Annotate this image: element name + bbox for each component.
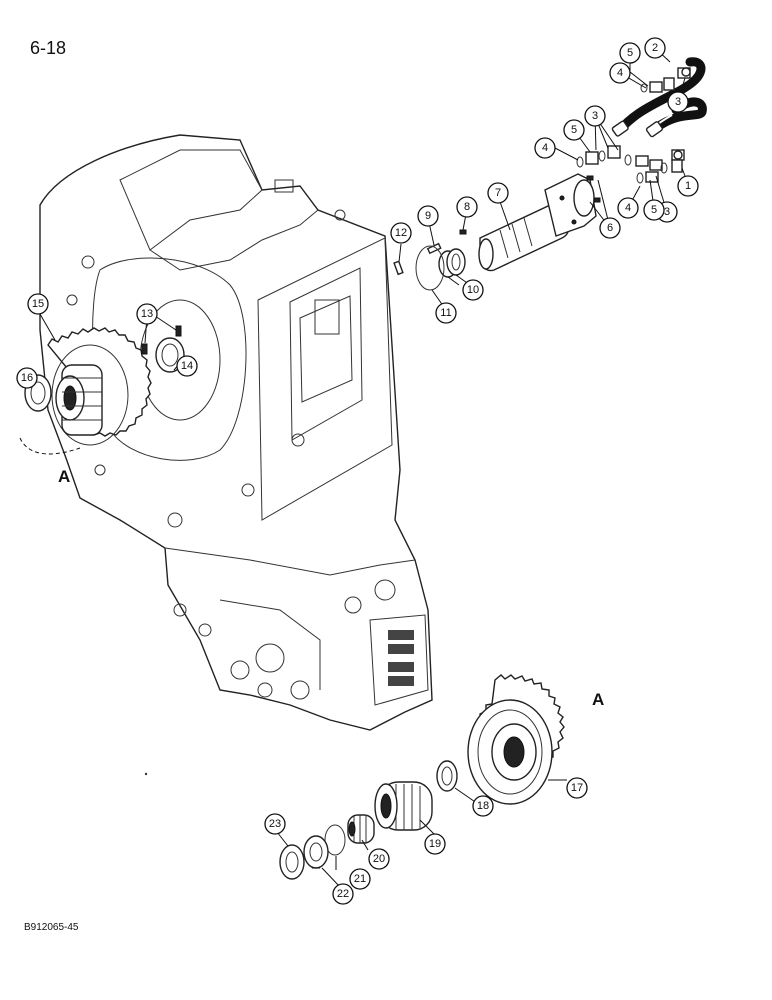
pin-8 [459, 229, 467, 235]
fittings-upper [640, 67, 691, 93]
svg-text:15: 15 [32, 298, 44, 310]
reference-letter-a-right: A [592, 690, 604, 709]
callout-18: 18 [472, 795, 494, 817]
svg-text:7: 7 [495, 187, 501, 199]
callout-19: 19 [424, 833, 446, 855]
shaft-7 [478, 173, 597, 272]
snap-ring-22 [303, 835, 329, 869]
callouts: 1 2 3 3 3 4 4 4 5 5 5 6 7 8 9 10 11 12 1… [16, 37, 699, 905]
svg-text:9: 9 [425, 210, 431, 222]
seal-rings-10 [438, 248, 466, 278]
callout-12: 12 [390, 222, 412, 244]
callout-21: 21 [349, 868, 371, 890]
svg-text:5: 5 [651, 204, 657, 216]
washer-21 [324, 824, 346, 856]
dowel-12 [393, 260, 404, 276]
svg-text:2: 2 [652, 42, 658, 54]
callout-23: 23 [264, 813, 286, 835]
page-number: 6-18 [30, 38, 67, 58]
callout-5c: 5 [643, 199, 665, 221]
callout-15: 15 [27, 293, 49, 315]
callout-2: 2 [644, 37, 666, 59]
bolts-6 [586, 175, 601, 203]
callout-3b: 3 [584, 105, 606, 127]
callout-4c: 4 [617, 197, 639, 219]
callout-9: 9 [417, 205, 439, 227]
gear-15 [47, 327, 152, 446]
o-ring-11 [415, 245, 445, 291]
pins-13 [141, 325, 182, 355]
svg-text:21: 21 [354, 873, 366, 885]
callout-6: 6 [599, 217, 621, 239]
svg-text:11: 11 [440, 307, 451, 319]
svg-text:16: 16 [21, 372, 33, 384]
callout-10: 10 [462, 279, 484, 301]
svg-text:8: 8 [464, 201, 470, 213]
svg-text:17: 17 [571, 782, 583, 794]
callout-17: 17 [566, 777, 588, 799]
svg-text:10: 10 [467, 284, 479, 296]
fittings-middle [576, 145, 685, 184]
svg-text:3: 3 [592, 110, 598, 122]
transmission-housing [39, 134, 433, 731]
callout-8: 8 [456, 196, 478, 218]
callout-22: 22 [332, 883, 354, 905]
svg-text:5: 5 [627, 47, 633, 59]
callout-5a: 5 [619, 42, 641, 64]
svg-text:12: 12 [395, 227, 407, 239]
callout-3a: 3 [667, 91, 689, 113]
svg-text:1: 1 [685, 180, 691, 192]
washer-18 [436, 760, 458, 792]
svg-text:13: 13 [141, 308, 153, 320]
svg-text:6: 6 [607, 222, 613, 234]
callout-1: 1 [677, 175, 699, 197]
callout-5b: 5 [563, 119, 585, 141]
callout-14: 14 [176, 355, 198, 377]
svg-text:18: 18 [477, 800, 489, 812]
callout-16: 16 [16, 367, 38, 389]
speck [144, 772, 148, 776]
svg-text:20: 20 [373, 853, 385, 865]
svg-text:19: 19 [429, 838, 441, 850]
svg-text:3: 3 [664, 206, 670, 218]
callout-11: 11 [435, 302, 457, 324]
callout-20: 20 [368, 848, 390, 870]
callout-4a: 4 [609, 62, 631, 84]
callout-4b: 4 [534, 137, 556, 159]
svg-text:4: 4 [625, 202, 631, 214]
washer-23 [279, 844, 305, 880]
bearing-20 [347, 814, 375, 844]
reference-letter-a-left: A [58, 467, 70, 486]
svg-text:4: 4 [617, 67, 623, 79]
svg-text:5: 5 [571, 124, 577, 136]
figure-id: B912065-45 [24, 922, 79, 933]
svg-text:22: 22 [337, 888, 349, 900]
callout-13: 13 [136, 303, 158, 325]
svg-text:3: 3 [675, 96, 681, 108]
svg-text:4: 4 [542, 142, 548, 154]
gear-19 [374, 781, 433, 831]
svg-text:23: 23 [269, 818, 281, 830]
svg-text:14: 14 [181, 360, 193, 372]
key-9 [426, 242, 442, 255]
clutch-gear-17 [467, 674, 565, 805]
callout-7: 7 [487, 182, 509, 204]
